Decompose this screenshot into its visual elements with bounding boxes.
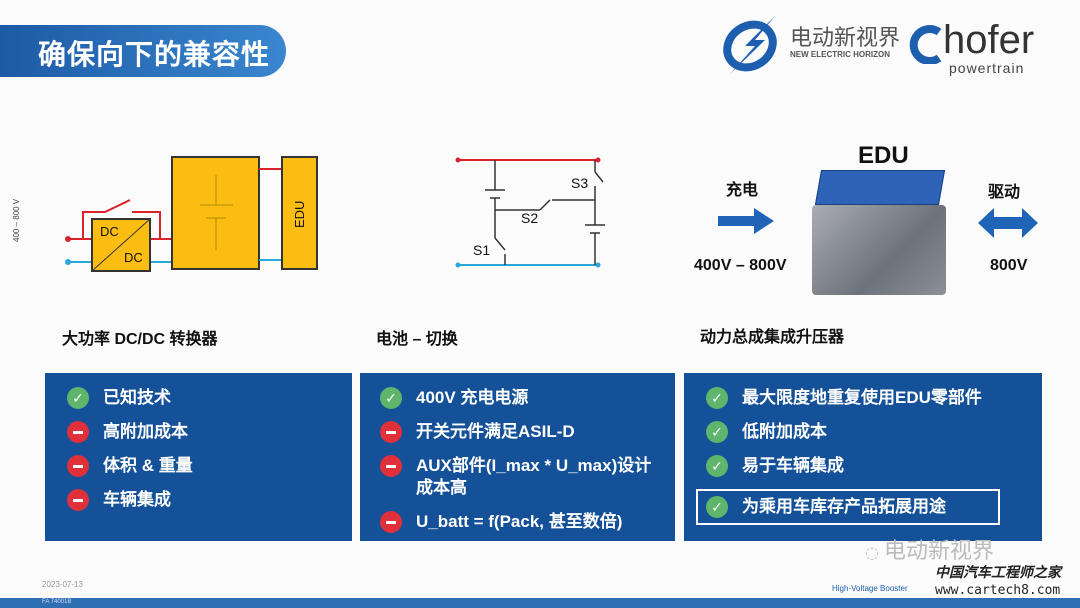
footer-code: FA 74001B: [42, 599, 72, 605]
switch-s1-label: S1: [473, 242, 491, 258]
list-item: ✓ 已知技术: [67, 387, 352, 409]
logo-hofer: hofer powertrain: [905, 18, 1065, 78]
charge-voltage: 400V – 800V: [694, 257, 787, 274]
minus-icon: [67, 455, 89, 477]
list-item: U_batt = f(Pack, 甚至数倍): [380, 511, 675, 533]
item-text: 400V 充电电源: [416, 388, 529, 407]
minus-icon: [380, 455, 402, 477]
logo-text-cn: 电动新视界: [790, 25, 901, 50]
hofer-logo-icon: [909, 25, 942, 64]
list-item: AUX部件(I_max * U_max)设计成本高: [380, 455, 660, 499]
list-item: 高附加成本: [67, 421, 352, 443]
item-text: 最大限度地重复使用EDU零部件: [742, 388, 982, 407]
charge-label: 充电: [726, 182, 759, 199]
panel-booster: ✓ 最大限度地重复使用EDU零部件 ✓ 低附加成本 ✓ 易于车辆集成 ✓ 为乘用车库存产…: [684, 373, 1042, 541]
logo-text-en: NEW ELECTRIC HORIZON: [790, 50, 890, 59]
check-icon: ✓: [706, 421, 728, 443]
edu-product-image: [810, 170, 950, 305]
check-icon: ✓: [67, 387, 89, 409]
edu-label: EDU: [292, 200, 307, 228]
item-text: 开关元件满足ASIL-D: [416, 422, 575, 441]
dcdc-diagram: 400 – 800 V DC DC EDU: [12, 150, 330, 280]
item-text: 已知技术: [103, 388, 171, 407]
list-item: ✓ 低附加成本: [706, 421, 1042, 443]
item-text: AUX部件(I_max * U_max)设计成本高: [416, 456, 652, 497]
switch-s2-label: S2: [521, 210, 539, 226]
arrow-bidirectional-icon: [978, 208, 1038, 238]
item-text: U_batt = f(Pack, 甚至数倍): [416, 512, 623, 531]
column-heading-dcdc: 大功率 DC/DC 转换器: [62, 331, 218, 348]
item-text: 车辆集成: [103, 490, 171, 509]
item-text: 易于车辆集成: [742, 456, 844, 475]
minus-icon: [67, 421, 89, 443]
list-item: ✓ 最大限度地重复使用EDU零部件: [706, 387, 1042, 409]
column-heading-booster: 动力总成集成升压器: [700, 329, 845, 346]
lightning-logo-icon: [723, 16, 777, 74]
page-title: 确保向下的兼容性: [0, 25, 286, 77]
site-watermark-cn: 中国汽车工程师之家: [935, 565, 1061, 581]
check-icon: ✓: [706, 496, 728, 518]
panel-dcdc: ✓ 已知技术 高附加成本 体积 & 重量 车辆集成: [45, 373, 352, 541]
item-text: 高附加成本: [103, 422, 188, 441]
check-icon: ✓: [706, 387, 728, 409]
footer-product: High-Voltage Booster: [832, 584, 908, 593]
footer-date: 2023-07-13: [42, 580, 83, 589]
column-heading-battery-switch: 电池 – 切换: [376, 331, 458, 348]
list-item: 开关元件满足ASIL-D: [380, 421, 675, 443]
edu-booster-diagram: EDU 充电 400V – 800V 驱动 800V: [690, 140, 1050, 310]
drive-label: 驱动: [988, 184, 1021, 201]
logo-new-electric-horizon: 电动新视界 NEW ELECTRIC HORIZON: [715, 8, 905, 78]
list-item: ✓ 400V 充电电源: [380, 387, 675, 409]
panel-battery-switch: ✓ 400V 充电电源 开关元件满足ASIL-D AUX部件(I_max * U_…: [360, 373, 675, 541]
item-text: 为乘用车库存产品拓展用途: [742, 497, 946, 516]
footer-bar: FA 74001B: [0, 598, 1080, 608]
voltage-label: 400 – 800 V: [12, 198, 21, 242]
arrow-right-icon: [718, 208, 774, 234]
hofer-text: hofer: [943, 18, 1035, 62]
site-watermark-url: www.cartech8.com: [935, 583, 1061, 598]
minus-icon: [380, 421, 402, 443]
list-item: 车辆集成: [67, 489, 352, 511]
dc-label-top: DC: [100, 224, 119, 239]
dc-label-bottom: DC: [124, 250, 143, 265]
minus-icon: [67, 489, 89, 511]
list-item: ✓ 易于车辆集成: [706, 455, 1042, 477]
hofer-subtext: powertrain: [949, 60, 1025, 76]
edu-title: EDU: [858, 142, 909, 169]
item-text: 体积 & 重量: [103, 456, 193, 475]
list-item-highlighted: ✓ 为乘用车库存产品拓展用途: [696, 489, 1000, 525]
check-icon: ✓: [380, 387, 402, 409]
item-text: 低附加成本: [742, 422, 827, 441]
switch-s3-label: S3: [571, 175, 589, 191]
check-icon: ✓: [706, 455, 728, 477]
wechat-watermark: ◌ 电动新视界: [865, 539, 995, 564]
drive-voltage: 800V: [990, 257, 1028, 274]
list-item: 体积 & 重量: [67, 455, 352, 477]
battery-switch-diagram: S1 S2 S3: [455, 150, 615, 275]
minus-icon: [380, 511, 402, 533]
